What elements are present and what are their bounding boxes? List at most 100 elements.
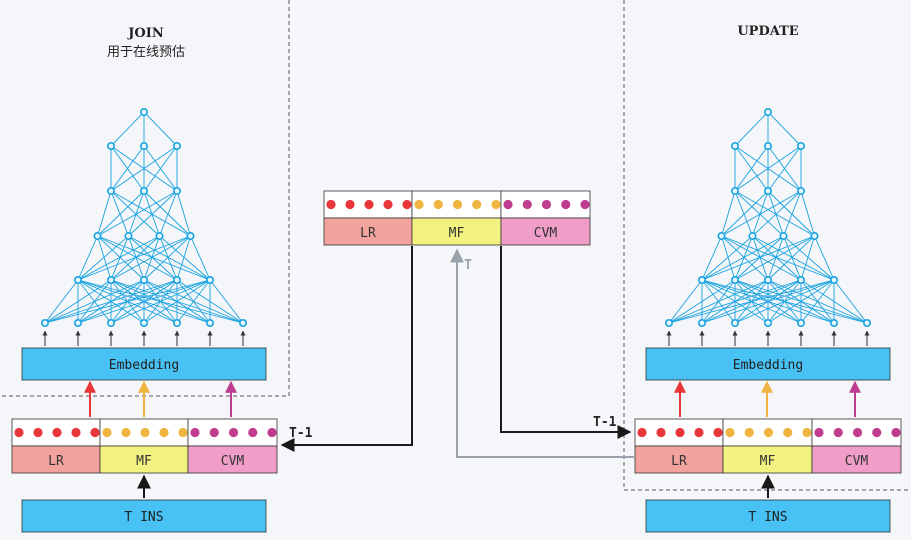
join-title: JOIN [127, 26, 164, 41]
network-edge [752, 235, 802, 281]
network-edge [767, 279, 835, 324]
network-node [74, 318, 83, 327]
network-node [173, 187, 182, 196]
network-edge [97, 235, 178, 281]
network-node [124, 232, 133, 241]
lr-dot [675, 427, 685, 438]
cvm-cell [187, 445, 278, 474]
network-node [763, 187, 772, 196]
mf-dot [433, 199, 443, 210]
network-edge [44, 279, 211, 324]
network-edge [128, 190, 145, 237]
network-node [74, 275, 83, 284]
mf-dot [121, 427, 131, 438]
network-node [664, 318, 673, 327]
network-node [829, 318, 838, 327]
network-edge [110, 235, 191, 281]
network-edge [110, 111, 145, 147]
update-region-border [623, 0, 911, 491]
network-edge [97, 190, 178, 237]
network-node [140, 318, 149, 327]
network-edge [143, 145, 178, 192]
network-node [796, 187, 805, 196]
cvm-dot [190, 427, 200, 438]
mf-dot [744, 427, 754, 438]
center-t-label: T [464, 258, 472, 273]
network-edge [734, 190, 784, 237]
network-edge [190, 235, 211, 281]
network-edge [701, 235, 815, 281]
network-edge [668, 279, 835, 324]
network-edge [176, 235, 191, 281]
network-edge [97, 235, 145, 281]
network-node [140, 142, 149, 151]
network-node [763, 275, 772, 284]
network-edge [721, 235, 802, 281]
network-node [40, 318, 49, 327]
cvm-dot [228, 427, 239, 438]
network-edge [701, 279, 835, 324]
mf-label: MF [760, 454, 776, 469]
lr-cell [634, 445, 724, 474]
network-node [173, 275, 182, 284]
lr-cell [323, 217, 413, 246]
network-edge [734, 235, 815, 281]
update-tins-box [645, 499, 891, 533]
network-edge [77, 279, 211, 324]
lr-dot [694, 427, 704, 438]
network-edge [77, 235, 160, 281]
cvm-dot [267, 427, 277, 438]
mf-dot [725, 427, 735, 438]
cvm-dot [833, 427, 843, 438]
lr-dot [14, 427, 24, 438]
network-edge [767, 190, 815, 237]
network-edge [800, 235, 815, 281]
join-subtitle: 用于在线预估 [107, 45, 185, 60]
network-edge [44, 279, 112, 324]
network-node [107, 318, 116, 327]
network-edge [721, 190, 736, 237]
network-edge [110, 190, 160, 237]
network-edge [734, 145, 802, 192]
lr-label: LR [360, 226, 376, 241]
network-edge [767, 235, 784, 281]
network-node [697, 318, 706, 327]
network-node [173, 142, 182, 151]
center-to-update-arrow [500, 246, 632, 439]
cvm-cell [811, 445, 902, 474]
lr-dot [383, 199, 393, 210]
lr-dot [402, 199, 412, 210]
network-node [107, 187, 116, 196]
cvm-cell [500, 217, 591, 246]
network-edge [701, 235, 722, 281]
network-edge [44, 279, 178, 324]
cvm-dot [891, 427, 901, 438]
network-edge [143, 235, 191, 281]
network-edge [110, 145, 178, 192]
update-tins-label: T INS [748, 510, 787, 525]
lr-dot [364, 199, 374, 210]
network-node [93, 232, 102, 241]
cvm-label: CVM [534, 226, 558, 241]
network-edge [721, 235, 835, 281]
network-edge [734, 111, 769, 147]
network-node [748, 232, 757, 241]
network-edge [734, 145, 769, 192]
network-edge [752, 235, 769, 281]
network-node [829, 275, 838, 284]
network-edge [143, 190, 191, 237]
network-node [206, 318, 215, 327]
mf-dot [159, 427, 169, 438]
join-neural-network [40, 108, 248, 346]
network-node [107, 275, 116, 284]
join-tins-box [21, 499, 267, 533]
network-node [239, 318, 248, 327]
network-node [730, 275, 739, 284]
network-edge [752, 190, 802, 237]
network-edge [752, 190, 769, 237]
network-node [763, 318, 772, 327]
mf-cell [722, 445, 813, 474]
